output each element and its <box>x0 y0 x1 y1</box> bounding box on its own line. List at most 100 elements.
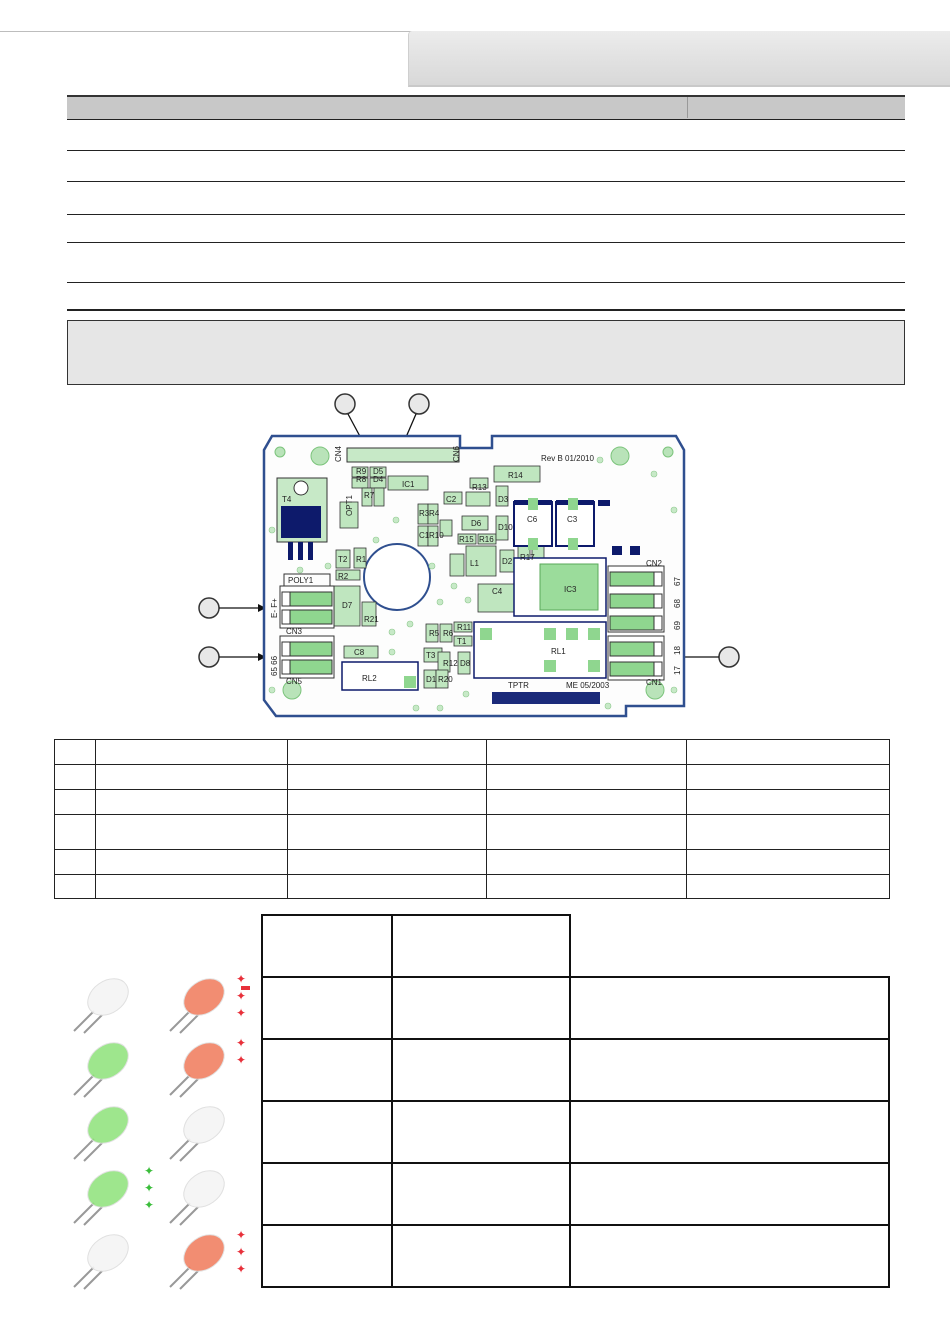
led-right-red <box>169 978 225 1034</box>
table-row <box>54 789 890 816</box>
label-r1: R1 <box>356 555 367 564</box>
label-t4: T4 <box>282 495 292 504</box>
spec-table-header <box>67 95 905 120</box>
connector-cn1 <box>607 635 665 681</box>
led-left-green <box>73 1106 129 1162</box>
led-left-green <box>73 1170 129 1226</box>
component-t4: T4 <box>276 477 328 560</box>
mounting-hole <box>363 543 431 611</box>
callout-d <box>198 646 266 668</box>
table-row <box>54 764 890 791</box>
table-row <box>261 1100 890 1164</box>
flash-icon: ✦ <box>236 975 246 986</box>
flash-icon: ✦ <box>144 1181 154 1195</box>
header-divider <box>687 97 688 118</box>
label-t3: T3 <box>426 651 436 660</box>
label-r4: R4 <box>429 509 440 518</box>
label-d5: D5 <box>373 467 384 476</box>
minus-icon <box>241 986 250 990</box>
label-t2: T2 <box>338 555 348 564</box>
flash-icon: ✦ <box>236 1036 246 1050</box>
spec-row-line <box>67 282 905 283</box>
spec-row-line <box>67 119 905 120</box>
connection-table <box>54 738 890 900</box>
flash-icon: ✦ <box>236 989 246 1003</box>
label-d10: D10 <box>498 523 513 532</box>
label-cn4: CN4 <box>334 445 343 462</box>
label-e-f: E- F+ <box>270 598 279 618</box>
pcb-navy-bar <box>492 692 600 704</box>
label-r14: R14 <box>508 471 523 480</box>
label-ic3: IC3 <box>564 585 577 594</box>
callout-e <box>670 646 740 668</box>
led-left-white <box>73 978 129 1034</box>
spec-row-line <box>67 181 905 182</box>
label-r17: R17 <box>520 553 535 562</box>
connector-cn2 <box>607 565 665 633</box>
connector-cn5 <box>279 635 335 679</box>
label-c3: C3 <box>567 515 578 524</box>
label-c1: C1 <box>419 531 430 540</box>
led-right-red <box>169 1234 225 1290</box>
pcb-brand: TPTR <box>508 681 529 690</box>
label-c2: C2 <box>446 495 457 504</box>
spec-row-line <box>67 150 905 151</box>
label-r16: R16 <box>479 535 494 544</box>
table-row <box>54 814 890 850</box>
component-c6: C6 <box>513 498 553 550</box>
flash-icon: ✦ <box>236 1006 246 1020</box>
label-cn5: CN5 <box>286 677 303 686</box>
flash-icon: ✦ <box>236 1245 246 1259</box>
header-tab <box>408 31 950 87</box>
label-d4: D4 <box>373 475 384 484</box>
label-68: 68 <box>673 599 682 608</box>
label-d3: D3 <box>498 495 509 504</box>
component-c3: C3 <box>555 498 595 550</box>
label-18: 18 <box>673 646 682 655</box>
label-c6: C6 <box>527 515 538 524</box>
table-row <box>261 914 889 978</box>
label-cn2: CN2 <box>646 559 663 568</box>
label-r9: R9 <box>356 467 367 476</box>
label-cn1: CN1 <box>646 678 663 687</box>
led-right-white <box>169 1170 225 1226</box>
table-row <box>54 873 890 900</box>
label-r21: R21 <box>364 615 379 624</box>
label-d1: D1 <box>426 675 437 684</box>
connector-cn4 <box>346 447 460 463</box>
component-rl2: RL2 <box>341 661 419 691</box>
label-d2: D2 <box>502 557 513 566</box>
label-r5: R5 <box>429 629 440 638</box>
label-r7: R7 <box>364 491 375 500</box>
label-r10: R10 <box>429 531 444 540</box>
label-d7: D7 <box>342 601 353 610</box>
pcb-revision: Rev B 01/2010 <box>541 454 594 463</box>
label-poly1: POLY1 <box>288 576 314 585</box>
led-svg: ✦✦✦✦✦✦✦✦✦✦✦ <box>73 972 250 1290</box>
label-cn3: CN3 <box>286 627 303 636</box>
led-left-green <box>73 1042 129 1098</box>
label-r6: R6 <box>443 629 454 638</box>
label-c4: C4 <box>492 587 503 596</box>
component-ic3: IC3 <box>513 557 607 617</box>
table-row <box>261 1224 890 1288</box>
led-right-red <box>169 1042 225 1098</box>
table-row <box>54 738 890 766</box>
table-row <box>261 1038 890 1102</box>
label-r15: R15 <box>459 535 474 544</box>
label-r12: R12 <box>443 659 458 668</box>
label-rl1: RL1 <box>551 647 566 656</box>
spec-row-line <box>67 242 905 243</box>
label-r2: R2 <box>338 572 349 581</box>
label-ic1: IC1 <box>402 480 415 489</box>
flash-icon: ✦ <box>236 1053 246 1067</box>
led-legend: ✦✦✦✦✦✦✦✦✦✦✦ <box>60 972 260 1295</box>
spec-table <box>67 95 905 311</box>
spec-row-line <box>67 309 905 311</box>
label-r8: R8 <box>356 475 367 484</box>
component-rl1: RL1 <box>473 621 607 679</box>
led-state-table <box>261 914 890 1288</box>
note-box <box>67 320 905 385</box>
label-67: 67 <box>673 577 682 586</box>
led-left-white <box>73 1234 129 1290</box>
